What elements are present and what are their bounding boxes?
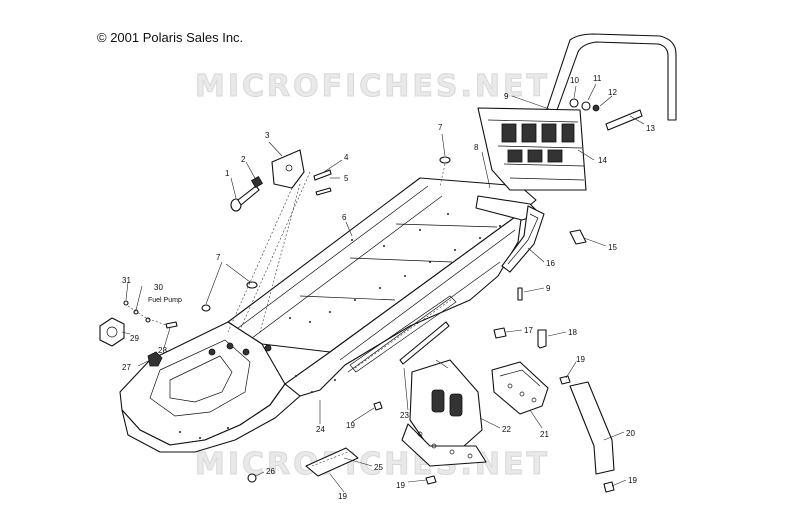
part-19-rivet-b: [425, 475, 437, 485]
part-28-fitting: [165, 321, 178, 329]
part-7-plug-a: [246, 281, 258, 289]
part-26-grommet: [247, 473, 257, 483]
callout-12: 12: [608, 88, 617, 97]
part-7-plug-c: [439, 156, 451, 164]
callout-14: 14: [598, 156, 607, 165]
callout-28: 28: [158, 346, 167, 355]
part-29-pump-flange: [99, 317, 125, 347]
part-17-plug: [493, 327, 507, 339]
callout-10: 10: [570, 76, 579, 85]
leader-lines: [121, 83, 645, 493]
part-10-bolt: [569, 98, 579, 108]
callout-24: 24: [316, 425, 325, 434]
callout-29: 29: [130, 334, 139, 343]
part-5-bolt: [315, 187, 332, 196]
part-20-heat-shield: [569, 381, 615, 475]
part-25-plate: [305, 447, 359, 477]
part-9-rivet-mid: [517, 287, 523, 301]
callout-numbers: 1 2 3 4 5 6 7 7 8 9 10 11 12 13 14 15 16…: [122, 74, 655, 501]
part-1-bolt: [230, 185, 260, 212]
fuel-pump-label: Fuel Pump: [148, 297, 182, 304]
callout-16: 16: [546, 259, 555, 268]
part-19-rivet-a: [373, 401, 383, 411]
callout-22: 22: [502, 425, 511, 434]
part-18-rivet: [537, 329, 547, 349]
part-15-clip: [569, 229, 587, 245]
callout-6: 6: [342, 213, 347, 222]
callout-26: 26: [266, 467, 275, 476]
callout-23: 23: [400, 411, 409, 420]
callout-9-mid: 9: [546, 284, 551, 293]
part-21-side-plate: [491, 361, 549, 415]
callout-19-center: 19: [346, 421, 355, 430]
callout-17: 17: [524, 326, 533, 335]
callout-1: 1: [225, 169, 230, 178]
part-16-extrusion: [501, 205, 545, 273]
callout-7-left: 7: [216, 253, 221, 262]
callout-4: 4: [344, 153, 349, 162]
callout-3: 3: [265, 131, 270, 140]
part-19-rivet-d: [559, 375, 571, 385]
callout-19-bottom: 19: [338, 492, 347, 501]
part-12-end-cap: [605, 109, 643, 131]
part-27-grommet: [147, 351, 163, 367]
callout-7-right: 7: [438, 123, 443, 132]
callout-8: 8: [474, 143, 479, 152]
part-11-washer: [581, 101, 591, 111]
callout-19-far-right: 19: [628, 476, 637, 485]
fuel-pump-group: [99, 300, 178, 347]
callout-19-lower: 19: [396, 481, 405, 490]
callout-18: 18: [568, 328, 577, 337]
callout-20: 20: [626, 429, 635, 438]
part-2-bushing: [250, 175, 264, 189]
watermark-top: MICROFICHES.NET: [195, 69, 550, 104]
chassis-tunnel: [119, 177, 541, 453]
callout-31: 31: [122, 276, 131, 285]
callout-30: 30: [154, 283, 163, 292]
part-22-cooler-guard: [401, 359, 487, 467]
part-23-strip: [399, 321, 450, 365]
callout-27: 27: [122, 363, 131, 372]
callout-2: 2: [241, 155, 246, 164]
callout-25: 25: [374, 463, 383, 472]
callout-21: 21: [540, 430, 549, 439]
callout-15: 15: [608, 243, 617, 252]
part-13-rear-bumper: [541, 33, 677, 125]
callout-5: 5: [344, 174, 349, 183]
callout-9-top: 9: [504, 92, 509, 101]
part-7-plug-b: [201, 304, 211, 312]
callout-19-right: 19: [576, 355, 585, 364]
part-3-bracket: [271, 149, 305, 189]
part-19-rivet-c: [603, 481, 615, 493]
part-4-bolt: [313, 169, 332, 181]
rivets: [179, 213, 501, 439]
copyright-text: © 2001 Polaris Sales Inc.: [97, 30, 243, 45]
callout-13: 13: [646, 124, 655, 133]
part-14-snow-flap: [477, 107, 587, 191]
callout-11: 11: [593, 74, 602, 83]
